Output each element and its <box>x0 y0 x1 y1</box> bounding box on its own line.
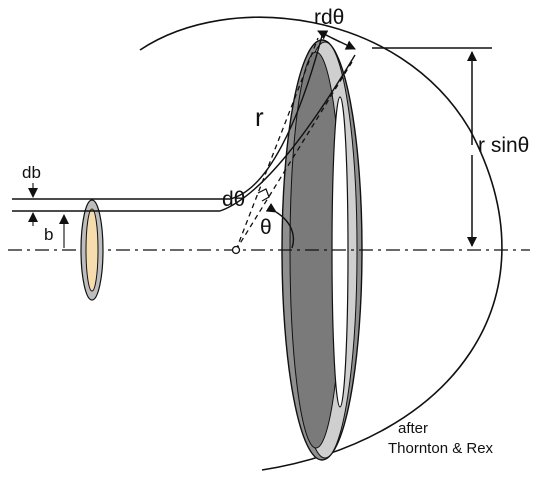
credit-line-1: after <box>398 420 428 437</box>
radial-line-1 <box>235 37 319 251</box>
sphere-arc <box>139 16 503 471</box>
label-d-theta: dθ <box>222 188 245 211</box>
ring-inner-hole <box>331 96 349 408</box>
label-r-dtheta: rdθ <box>314 6 344 29</box>
label-r: r <box>255 102 264 132</box>
trajectory-lower <box>219 54 356 212</box>
label-b: b <box>44 225 53 244</box>
label-r-sin-theta: r sinθ <box>478 134 529 157</box>
radial-line-2 <box>235 61 353 251</box>
theta-arc <box>265 202 295 249</box>
annulus-fill <box>85 208 99 292</box>
trajectory-upper <box>229 31 324 200</box>
credit-line-2: Thornton & Rex <box>388 440 494 457</box>
scattering-center <box>231 245 241 255</box>
dtheta-bracket <box>257 188 270 202</box>
label-db: db <box>22 163 41 182</box>
rdtheta-arrow-right <box>331 37 356 50</box>
label-theta: θ <box>260 216 272 239</box>
